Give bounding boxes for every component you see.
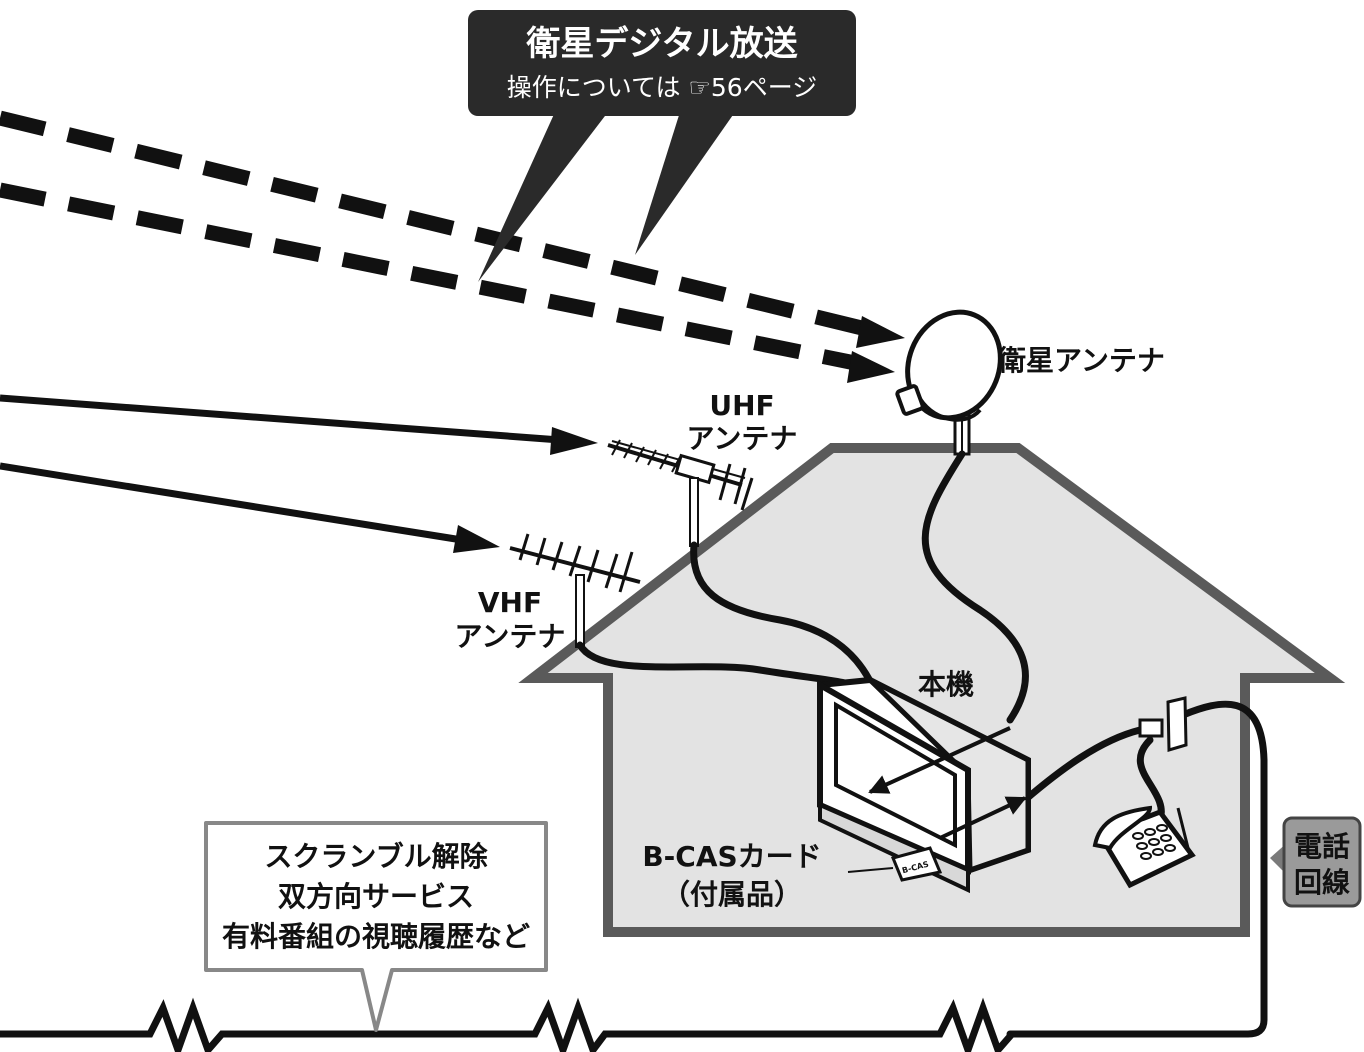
- vhf-signal-line: [0, 462, 463, 544]
- phone-line-callout: 電話 回線: [1270, 816, 1362, 908]
- phone-line-cable: [1006, 700, 1268, 1038]
- phone-line-label-2: 回線: [1294, 866, 1350, 899]
- callout-title: 衛星デジタル放送: [525, 24, 797, 64]
- satellite-cable: [921, 450, 1029, 724]
- callout-pointer-right: [635, 112, 735, 255]
- telephone-icon: [1092, 805, 1196, 889]
- vhf-antenna-icon: [509, 533, 641, 648]
- bcas-label-line2: （付属品）: [662, 878, 802, 911]
- bcas-card-icon: B-CAS: [847, 846, 943, 882]
- modem-cable: [1021, 726, 1144, 804]
- bcas-label-line1: B-CASカード: [642, 840, 821, 873]
- satellite-beam-lower-arrowhead: [847, 351, 895, 383]
- callout-subtitle: 操作については ☞56ページ: [507, 73, 817, 102]
- vhf-label-line1: VHF: [478, 586, 542, 619]
- terrestrial-signal-arrows: [0, 394, 598, 553]
- satellite-signal-beams: [0, 110, 905, 383]
- uhf-signal-line: [0, 394, 561, 444]
- uhf-antenna-icon: [607, 439, 754, 547]
- callout-box: [468, 10, 856, 116]
- uhf-label-line1: UHF: [709, 389, 774, 422]
- services-callout: スクランブル解除 双方向サービス 有料番組の視聴履歴など: [204, 821, 548, 1032]
- uhf-label-line2: アンテナ: [687, 422, 798, 455]
- satellite-antenna-label: 衛星アンテナ: [997, 344, 1165, 377]
- main-unit-label: 本機: [918, 668, 974, 701]
- satellite-broadcast-callout: 衛星デジタル放送 操作については ☞56ページ: [468, 10, 856, 282]
- services-line2: 双方向サービス: [278, 880, 474, 913]
- satellite-dish-icon: [895, 309, 1003, 456]
- satellite-beam-lower: [0, 182, 862, 372]
- wall-jack-icon: [1138, 696, 1188, 752]
- internal-arrows: [868, 726, 1027, 840]
- satellite-beam-upper: [0, 110, 872, 338]
- satellite-beam-upper-arrowhead: [856, 316, 905, 348]
- uhf-signal-arrowhead: [550, 427, 598, 455]
- services-line3: 有料番組の視聴履歴など: [222, 920, 530, 953]
- vhf-signal-arrowhead: [453, 525, 500, 553]
- callout-pointer-left: [478, 112, 608, 282]
- phone-line-label-1: 電話: [1294, 830, 1350, 863]
- vhf-label-line2: アンテナ: [455, 620, 566, 653]
- services-line1: スクランブル解除: [264, 840, 488, 873]
- bottom-signal-line: [0, 997, 1015, 1052]
- uhf-cable: [690, 541, 876, 689]
